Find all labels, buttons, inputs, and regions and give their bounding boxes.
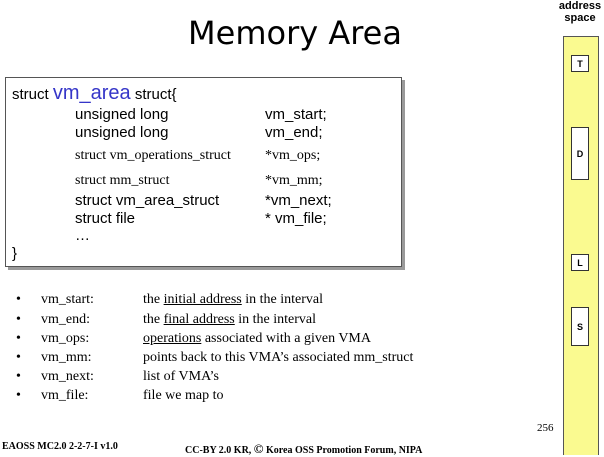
page-number: 256 (537, 422, 554, 434)
field-description: points back to this VMA’s associated mm_… (143, 350, 413, 366)
field-name: * vm_file; (265, 210, 327, 227)
struct-name: vm_area (52, 82, 131, 104)
footer-license: CC-BY 2.0 KR, (185, 445, 252, 456)
field-key: vm_file: (41, 388, 89, 403)
address-space-label-line2: space (564, 12, 596, 24)
bullet-dot: • (16, 312, 21, 327)
footer-owner: Korea OSS Promotion Forum, NIPA (266, 445, 423, 456)
field-key: vm_next: (41, 369, 94, 384)
struct-suffix: struct{ (134, 86, 177, 103)
bullet-dot: • (16, 331, 21, 346)
field-type: struct vm_area_struct (75, 192, 220, 209)
desc-text: points back to this VMA’s associated mm_… (143, 350, 414, 365)
field-name: vm_end; (265, 124, 323, 141)
segment-text: T (571, 55, 589, 72)
field-type: struct mm_struct (75, 173, 170, 188)
bullet-dot: • (16, 292, 21, 307)
field-type: unsigned long (75, 106, 169, 123)
field-type: struct vm_operations_struct (75, 148, 231, 163)
desc-text: in the interval (234, 312, 317, 327)
address-space-label-line1: address (558, 0, 602, 12)
field-name: vm_start; (265, 106, 327, 123)
footer-right: CC-BY 2.0 KR, © Korea OSS Promotion Foru… (185, 441, 422, 457)
field-key: vm_ops: (41, 331, 90, 346)
field-description: list of VMA’s (143, 369, 219, 385)
segment-library: L (571, 254, 589, 271)
field-name: *vm_mm; (265, 173, 323, 188)
address-space-label: address space (555, 0, 604, 24)
struct-closing-brace: } (12, 245, 18, 262)
desc-text: list of VMA’s (143, 369, 219, 384)
field-key: vm_end: (41, 312, 90, 327)
desc-text: associated with a given VMA (201, 331, 371, 346)
struct-keyword: struct (12, 86, 49, 103)
desc-text: in the interval (241, 292, 324, 307)
bullet-dot: • (16, 350, 21, 365)
desc-underlined: initial address (163, 292, 242, 307)
field-key: vm_start: (41, 292, 94, 307)
bullet-dot: • (16, 388, 21, 403)
field-type: struct file (75, 210, 136, 227)
segment-data: D (571, 127, 589, 180)
struct-header: struct vm_area struct{ (12, 82, 177, 105)
field-description: the final address in the interval (143, 312, 316, 328)
field-description: the initial address in the interval (143, 292, 323, 308)
desc-underlined: final address (163, 312, 235, 327)
struct-code-box: struct vm_area struct{ unsigned long vm_… (5, 77, 402, 267)
field-description: operations associated with a given VMA (143, 331, 371, 347)
desc-text: the (143, 312, 164, 327)
field-type: unsigned long (75, 124, 169, 141)
field-name: *vm_next; (265, 192, 332, 209)
desc-underlined: operations (143, 331, 202, 346)
segment-stack: S (571, 307, 589, 346)
copyright-icon: © (253, 441, 264, 456)
desc-text: the (143, 292, 164, 307)
footer-left: EAOSS MC2.0 2-2-7-I v1.0 (2, 441, 118, 452)
field-key: vm_mm: (41, 350, 92, 365)
field-name: *vm_ops; (265, 148, 321, 163)
code-ellipsis: … (75, 227, 90, 244)
address-space-bar (563, 36, 599, 455)
bullet-dot: • (16, 369, 21, 384)
field-description: file we map to (143, 388, 223, 404)
desc-text: file we map to (143, 388, 224, 403)
slide-title: Memory Area (188, 14, 402, 52)
